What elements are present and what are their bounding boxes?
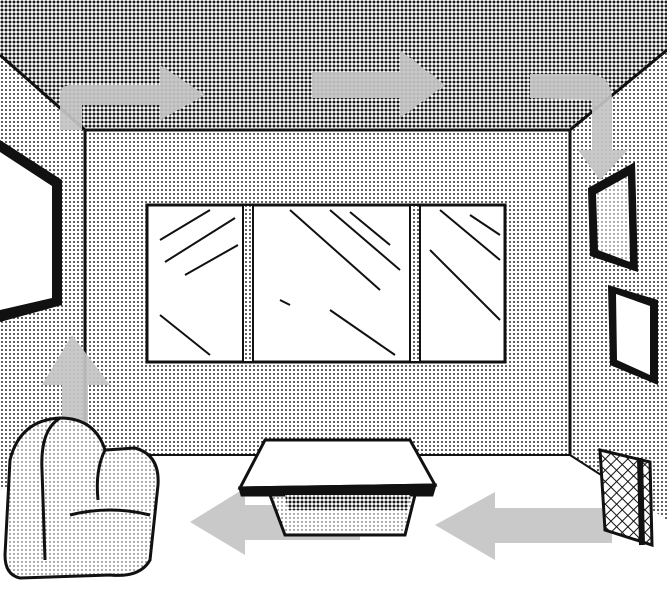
arrow-floor-center-icon (190, 488, 360, 555)
arrow-ceiling-left-icon (60, 65, 205, 130)
armchair (3, 416, 160, 580)
window (145, 203, 507, 364)
arrow-floor-right-icon (435, 492, 612, 560)
ceiling (0, 0, 667, 130)
right-picture-frame-upper (588, 162, 638, 272)
arrow-ceiling-center-icon (312, 50, 445, 118)
arrow-wall-up-icon (42, 335, 110, 485)
right-wall (570, 50, 667, 520)
right-picture-frame-lower (608, 285, 658, 385)
wall-heater (598, 448, 654, 548)
arrow-ceiling-right-icon (530, 74, 628, 180)
coffee-table (237, 438, 438, 537)
left-picture-frame (0, 140, 62, 322)
